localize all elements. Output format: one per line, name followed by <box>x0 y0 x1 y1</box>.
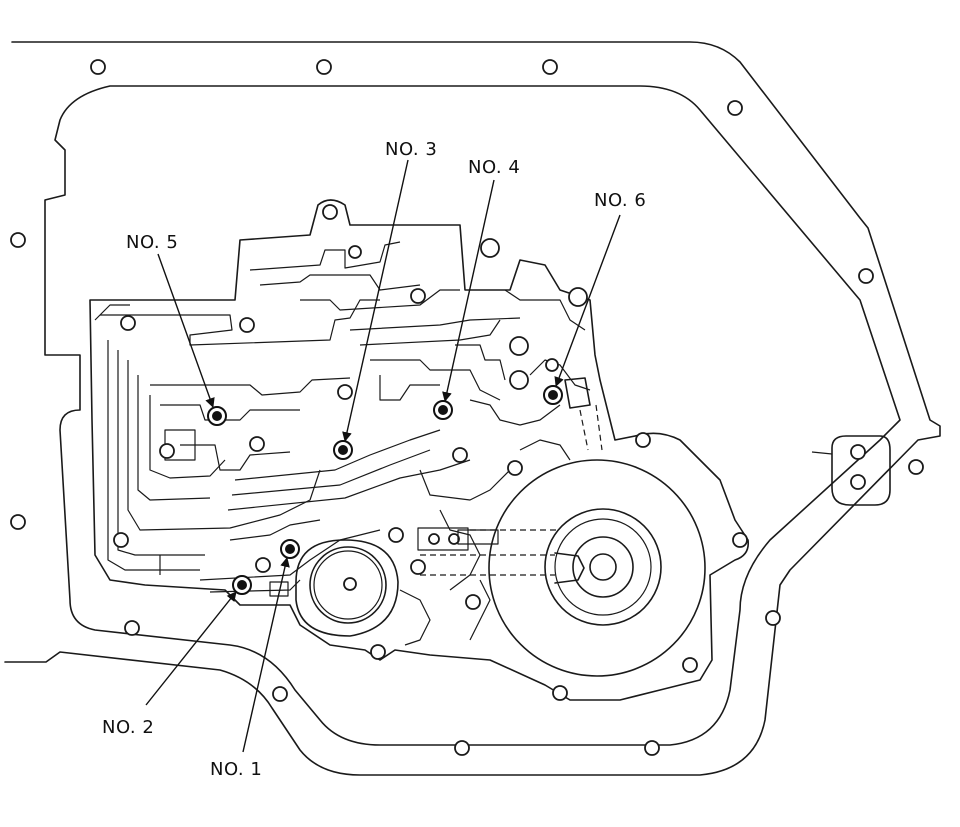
large-servo <box>488 459 706 677</box>
label-no6: NO. 6 <box>594 190 646 211</box>
check-ball-1 <box>280 539 300 559</box>
leader-no5 <box>157 253 215 408</box>
valve-body-holes <box>113 204 748 701</box>
check-ball-5 <box>207 406 227 426</box>
label-no5: NO. 5 <box>126 232 178 253</box>
case-bolt-holes <box>10 59 924 756</box>
valve-body-outline <box>89 199 750 701</box>
small-servo <box>295 539 399 637</box>
leader-lines <box>145 159 621 753</box>
side-bracket <box>811 435 891 506</box>
leader-no4 <box>442 179 495 402</box>
leader-no2 <box>145 591 237 706</box>
leader-no1 <box>242 557 290 753</box>
leader-no6 <box>554 214 621 387</box>
label-no3: NO. 3 <box>385 139 437 160</box>
check-ball-6 <box>543 385 563 405</box>
case-outline <box>4 41 941 776</box>
label-no4: NO. 4 <box>468 157 520 178</box>
callout-labels: NO. 1 NO. 2 NO. 3 NO. 4 NO. 5 NO. 6 <box>102 139 646 780</box>
label-no1: NO. 1 <box>210 759 262 780</box>
leader-no3 <box>342 159 409 442</box>
check-ball-4 <box>433 400 453 420</box>
linkage-rods <box>269 377 603 597</box>
label-no2: NO. 2 <box>102 717 154 738</box>
check-ball-2 <box>232 575 252 595</box>
check-ball-3 <box>333 440 353 460</box>
valve-passages <box>94 241 591 646</box>
